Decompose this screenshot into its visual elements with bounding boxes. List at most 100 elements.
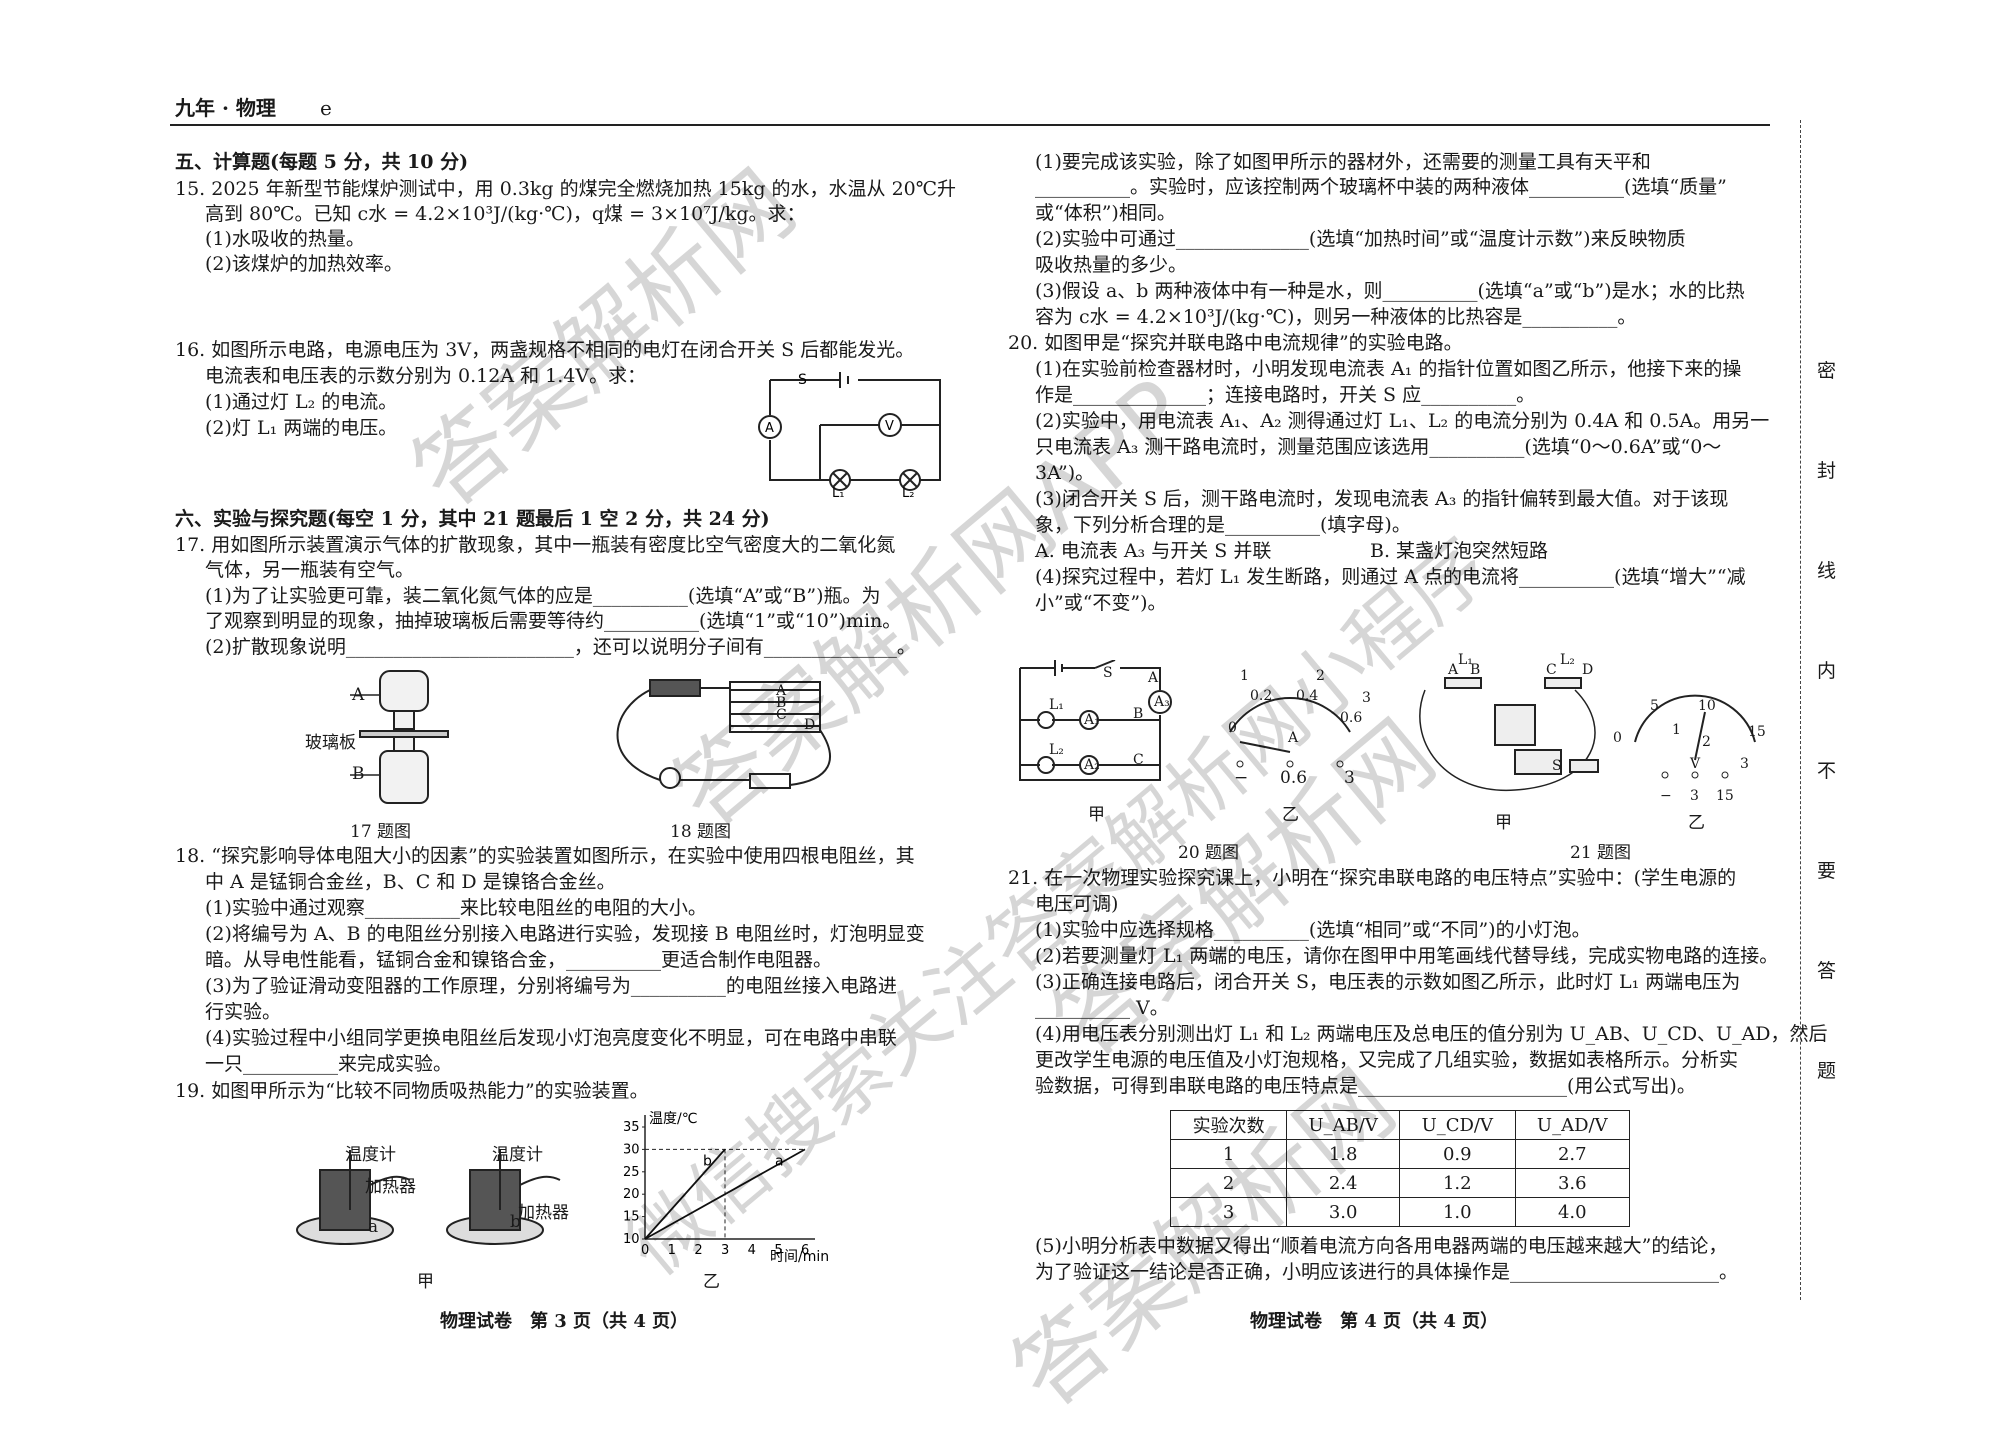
fig21-label: L₁ — [1458, 652, 1473, 668]
fig17-label-glass: 玻璃板 — [305, 733, 356, 753]
meter-tick: 0 — [1228, 720, 1237, 736]
table-cell: 3.0 — [1286, 1197, 1401, 1227]
q20-line: 只电流表 A₃ 测干路电流时，测量范围应该选用__________(选填“0～0… — [1035, 436, 1722, 458]
q20-line: 3A”)。 — [1035, 462, 1095, 484]
q20-circuit-figure — [1019, 660, 1172, 781]
section-5-heading: 五、计算题(每题 5 分，共 10 分) — [175, 151, 469, 173]
q21-line: 电压可调) — [1035, 893, 1119, 915]
vmeter-terminal: − — [1660, 788, 1672, 804]
table-row: 3 3.0 1.0 4.0 — [1169, 1197, 1631, 1227]
q21-line: (2)若要测量灯 L₁ 两端的电压，请你在图甲中用笔画线代替导线，完成实物电路的… — [1035, 945, 1779, 967]
q21-5-line: (5)小明分析表中数据又得出“顺着电流方向各用电器两端的电压越来越大”的结论， — [1035, 1235, 1728, 1257]
table-row: 1 1.8 0.9 2.7 — [1169, 1139, 1631, 1169]
q19-line: 容为 c水 = 4.2×10³J/(kg·℃)，则另一种液体的比热容是_____… — [1035, 306, 1637, 328]
chart-x-tick-label: 5 — [774, 1243, 782, 1258]
svg-text:L₂: L₂ — [902, 486, 914, 500]
table-cell: 3.6 — [1514, 1168, 1631, 1198]
vmeter-tick: 1 — [1672, 722, 1681, 738]
chart-x-tick-label: 2 — [694, 1243, 702, 1258]
q21-apparatus-figure — [1419, 677, 1599, 791]
section-6-heading: 六、实验与探究题(每空 1 分，其中 21 题最后 1 空 2 分，共 24 分… — [175, 508, 770, 530]
chart-series-label: b — [703, 1153, 712, 1169]
chart-y-tick-label: 15 — [623, 1210, 640, 1225]
fig21-switch-s: S — [1552, 758, 1562, 774]
q19-line: 吸收热量的多少。 — [1035, 254, 1188, 276]
fig19-yi: 乙 — [703, 1272, 720, 1292]
chart-y-tick-label: 35 — [623, 1120, 640, 1135]
q21-line: (3)正确连接电路后，闭合开关 S，电压表的示数如图乙所示，此时灯 L₁ 两端电… — [1035, 971, 1741, 993]
table-header-cell: U_AD/V — [1514, 1110, 1631, 1140]
q21-line: 验数据，可得到串联电路的电压特点是______________________(… — [1035, 1075, 1696, 1097]
right-footer: 物理试卷 第 4 页（共 4 页） — [1250, 1311, 1499, 1332]
q16-line: 电流表和电压表的示数分别为 0.12A 和 1.4V。求： — [205, 365, 647, 387]
q18-line: (3)为了验证滑动变阻器的工作原理，分别将编号为__________的电阻丝接入… — [205, 975, 897, 997]
seal-line — [1800, 120, 1802, 1300]
fig20-a2: A₂ — [1084, 757, 1100, 773]
fig18-label: A — [776, 683, 787, 699]
fig17-caption: 17 题图 — [350, 822, 412, 842]
seal-char: 要 — [1817, 860, 1837, 882]
chart-x-label: 时间/min — [770, 1249, 829, 1265]
q15-line: 15. 2025 年新型节能煤炉测试中，用 0.3kg 的煤完全燃烧加热 15k… — [175, 178, 957, 200]
fig18-label: B — [776, 695, 787, 711]
svg-text:V: V — [885, 419, 894, 434]
fig17-label-a: A — [352, 685, 365, 705]
q21-line: (4)用电压表分别测出灯 L₁ 和 L₂ 两端电压及总电压的值分别为 U_AB、… — [1035, 1023, 1828, 1045]
fig18-label: D — [804, 717, 816, 733]
chart-x-tick-label: 1 — [668, 1243, 676, 1258]
q17-line: 了观察到明显的现象，抽掉玻璃板后需要等待约__________(选填“1”或“1… — [205, 610, 902, 632]
fig19-liquid-b: b — [510, 1212, 521, 1232]
fig21-label: L₂ — [1560, 652, 1575, 668]
question-19-intro: 19. 如图甲所示为“比较不同物质吸热能力”的实验装置。 — [175, 1080, 649, 1102]
q19-beakers-figure — [296, 1150, 561, 1245]
fig20-a3: A₃ — [1154, 694, 1170, 710]
q16-circuit-figure: A V S L₁ L₂ — [758, 372, 941, 500]
fig18-caption: 18 题图 — [670, 822, 732, 842]
q19-line: (2)实验中可通过______________(选填“加热时间”或“温度计示数”… — [1035, 228, 1686, 250]
chart-y-label: 温度/℃ — [649, 1111, 697, 1127]
fig21-caption: 21 题图 — [1570, 843, 1632, 863]
meter-tick: 0.2 — [1250, 688, 1273, 704]
seal-char: 答 — [1817, 960, 1837, 982]
svg-text:A: A — [765, 421, 774, 436]
left-footer: 物理试卷 第 3 页（共 4 页） — [440, 1311, 689, 1332]
vmeter-terminal: 15 — [1716, 788, 1734, 804]
meter-tick-big: 1 — [1240, 668, 1249, 684]
vmeter-tick-big: 5 — [1650, 698, 1659, 714]
q20-ammeter-figure — [1229, 697, 1351, 768]
fig21-label: D — [1582, 662, 1594, 678]
meter-terminal: − — [1234, 768, 1249, 788]
q15-line: (1)水吸收的热量。 — [205, 228, 365, 250]
q21-5-line: 为了验证这一结论是否正确，小明应该进行的具体操作是_______________… — [1035, 1261, 1739, 1283]
seal-char: 不 — [1817, 760, 1837, 782]
fig19-heater-label: 加热器 — [365, 1177, 416, 1197]
q21-line: (1)实验中应选择规格__________(选填“相同”或“不同”)的小灯泡。 — [1035, 919, 1591, 941]
meter-unit: A — [1288, 730, 1299, 746]
q18-line: 中 A 是锰铜合金丝，B、C 和 D 是镍铬合金丝。 — [205, 871, 616, 893]
q18-line: 18. “探究影响导体电阻大小的因素”的实验装置如图所示，在实验中使用四根电阻丝… — [175, 845, 915, 867]
vmeter-tick-big: 15 — [1748, 724, 1766, 740]
svg-text:S: S — [798, 372, 807, 388]
fig21-label: C — [1546, 662, 1557, 678]
fig19-thermometer-label: 温度计 — [492, 1145, 543, 1165]
fig19-thermometer-label: 温度计 — [345, 1145, 396, 1165]
q21-line: __________ V。 — [1035, 997, 1169, 1019]
q20-line: (3)闭合开关 S 后，测干路电流时，发现电流表 A₃ 的指针偏转到最大值。对于… — [1035, 488, 1729, 510]
vmeter-unit: V — [1690, 756, 1701, 772]
table-header-cell: U_CD/V — [1399, 1110, 1516, 1140]
fig21-jia: 甲 — [1495, 813, 1512, 833]
vmeter-terminal: 3 — [1690, 788, 1699, 804]
q18-line: (4)实验过程中小组同学更换电阻丝后发现小灯泡亮度变化不明显，可在电路中串联 — [205, 1027, 897, 1049]
fig20-point-c: C — [1133, 752, 1144, 768]
q16-line: (1)通过灯 L₂ 的电流。 — [205, 391, 398, 413]
q20-option-b: B. 某盏灯泡突然短路 — [1370, 540, 1549, 562]
q18-line: (1)实验中通过观察__________来比较电阻丝的电阻的大小。 — [205, 897, 707, 919]
chart-x-tick-label: 4 — [748, 1243, 756, 1258]
q17-bottles-figure — [350, 670, 449, 804]
table-cell: 3 — [1169, 1197, 1288, 1227]
q20-line: (4)探究过程中，若灯 L₁ 发生断路，则通过 A 点的电流将_________… — [1035, 566, 1746, 588]
q17-line: (2)扩散现象说明________________________，还可以说明分… — [205, 636, 916, 658]
seal-char: 封 — [1817, 460, 1837, 482]
q19-line: 或“体积”)相同。 — [1035, 202, 1176, 224]
fig19-liquid-a: a — [368, 1217, 379, 1237]
